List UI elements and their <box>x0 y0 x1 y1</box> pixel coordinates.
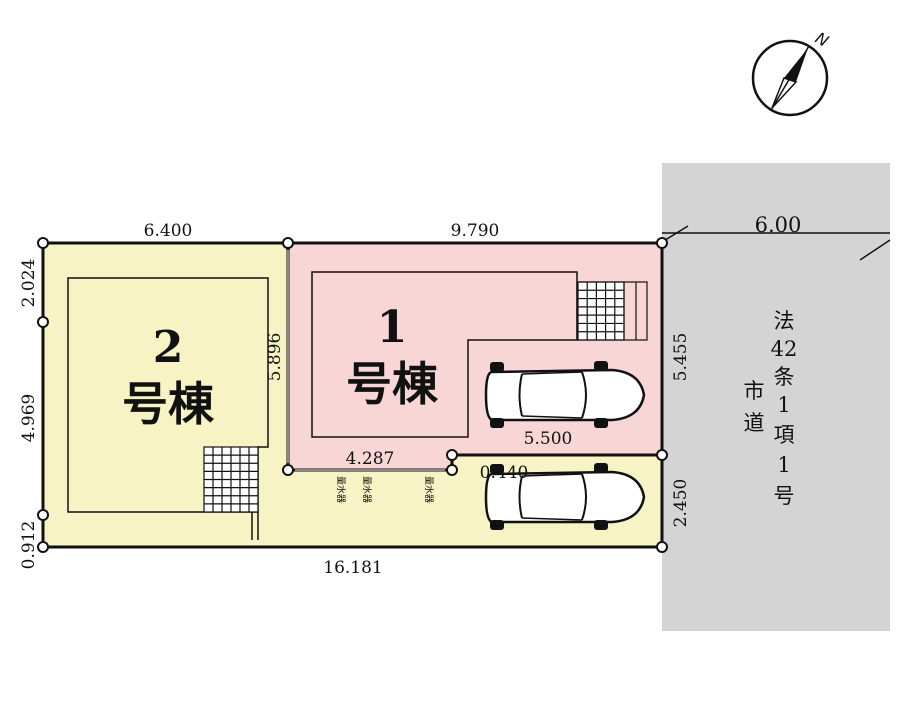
building-2-number: 2 <box>153 322 184 373</box>
building-1-footprint <box>311 271 578 438</box>
road-legal-char: 法 <box>774 309 795 333</box>
road-legal-char: 42 <box>771 337 798 361</box>
road-type-char: 道 <box>744 411 765 435</box>
partition-inner <box>287 250 445 471</box>
dim-right-upper: 5.455 <box>671 333 691 382</box>
dim-bottom: 16.181 <box>323 558 382 578</box>
road-type-text: 市 道 <box>744 379 765 435</box>
meter-label: 量水器 <box>361 476 373 503</box>
meter-label: 量水器 <box>335 476 347 503</box>
dim-top-left: 6.400 <box>144 221 193 241</box>
dim-partition: 5.896 <box>265 333 285 382</box>
water-meters: 量水器 量水器 量水器 <box>335 476 435 503</box>
compass-north-label: N <box>812 28 832 50</box>
building-2-label: 号棟 <box>122 377 215 431</box>
road-legal-text: 法 42 条 1 項 1 号 <box>771 309 798 508</box>
deck-grid-2 <box>203 446 259 513</box>
corner-markers <box>37 237 668 553</box>
dim-top-right: 9.790 <box>451 221 500 241</box>
dim-step: 0.440 <box>480 463 529 483</box>
road-width-tick-right <box>859 239 891 261</box>
dim-left-middle: 4.969 <box>19 394 39 443</box>
road-legal-char: 1 <box>777 453 790 477</box>
road-legal-char: 号 <box>774 484 795 508</box>
meter-label: 量水器 <box>423 476 435 503</box>
road-legal-char: 1 <box>777 393 790 417</box>
dim-left-lower: 0.912 <box>19 521 39 570</box>
dim-driveway: 4.287 <box>346 449 395 469</box>
lot-1 <box>288 243 662 470</box>
dim-parking-width: 5.500 <box>524 429 573 449</box>
road-area <box>662 163 890 631</box>
road-legal-char: 条 <box>774 365 795 389</box>
dim-left-upper: 2.024 <box>19 259 39 308</box>
dim-right-lower: 2.450 <box>671 479 691 528</box>
steps-1 <box>576 281 648 341</box>
compass-north-arrow-icon <box>751 39 829 117</box>
deck-grid-1 <box>577 281 625 341</box>
building-1-number: 1 <box>377 302 408 353</box>
road-type-char: 市 <box>744 379 765 403</box>
car-icon <box>484 463 646 530</box>
car-icon <box>484 361 646 428</box>
road-width-label: 6.00 <box>755 213 802 237</box>
road-legal-char: 項 <box>774 423 795 447</box>
building-1-label: 号棟 <box>346 357 439 411</box>
